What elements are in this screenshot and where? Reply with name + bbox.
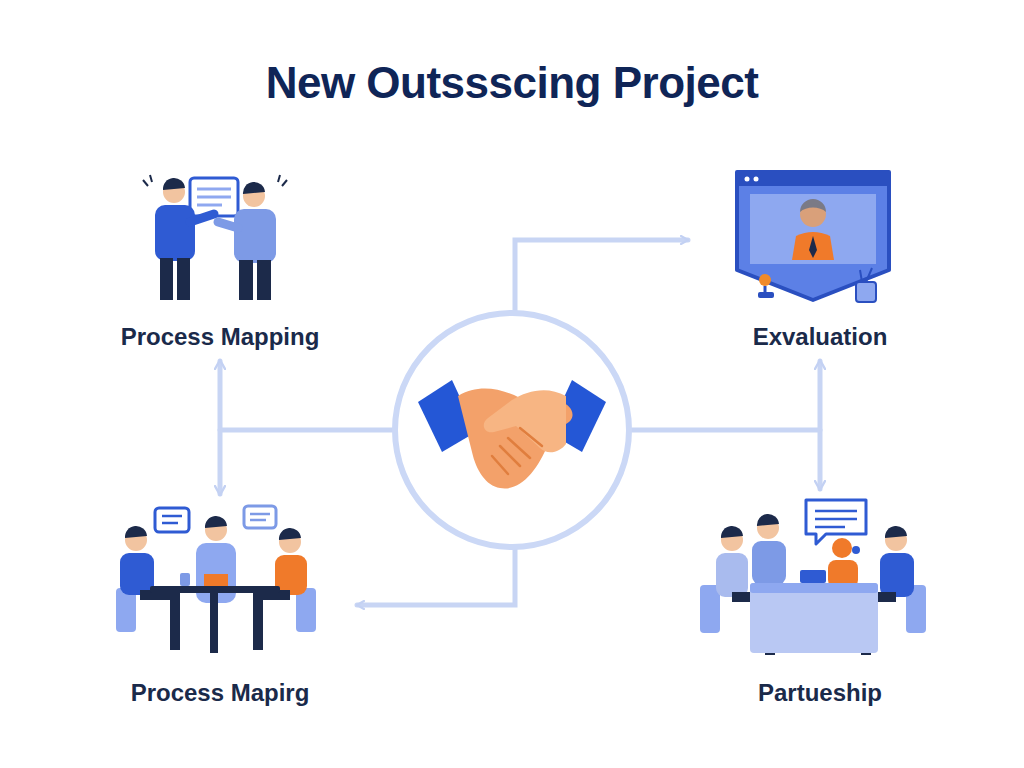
labelled-illustration: Process Mapirg [92,500,348,715]
evaluation-badge [737,172,889,302]
double-arrow [818,361,823,489]
labelled-illustration: Exvaluation [692,165,948,355]
labelled-illustration: Partueship [682,495,958,715]
double-arrow [218,361,223,494]
step-label: Exvaluation [692,323,948,351]
step-label: Process Mapirg [92,679,348,707]
handshake-circle [395,313,629,547]
step-label: Process Mapping [92,323,348,351]
partnership-table [700,500,926,655]
team-table [116,506,316,653]
labelled-illustration: Process Mapping [92,170,348,355]
flow-lines [220,240,820,605]
diagram-title: New Outssscing Project [0,58,1024,108]
step-label: Partueship [682,679,958,707]
meeting-figures [143,175,287,300]
